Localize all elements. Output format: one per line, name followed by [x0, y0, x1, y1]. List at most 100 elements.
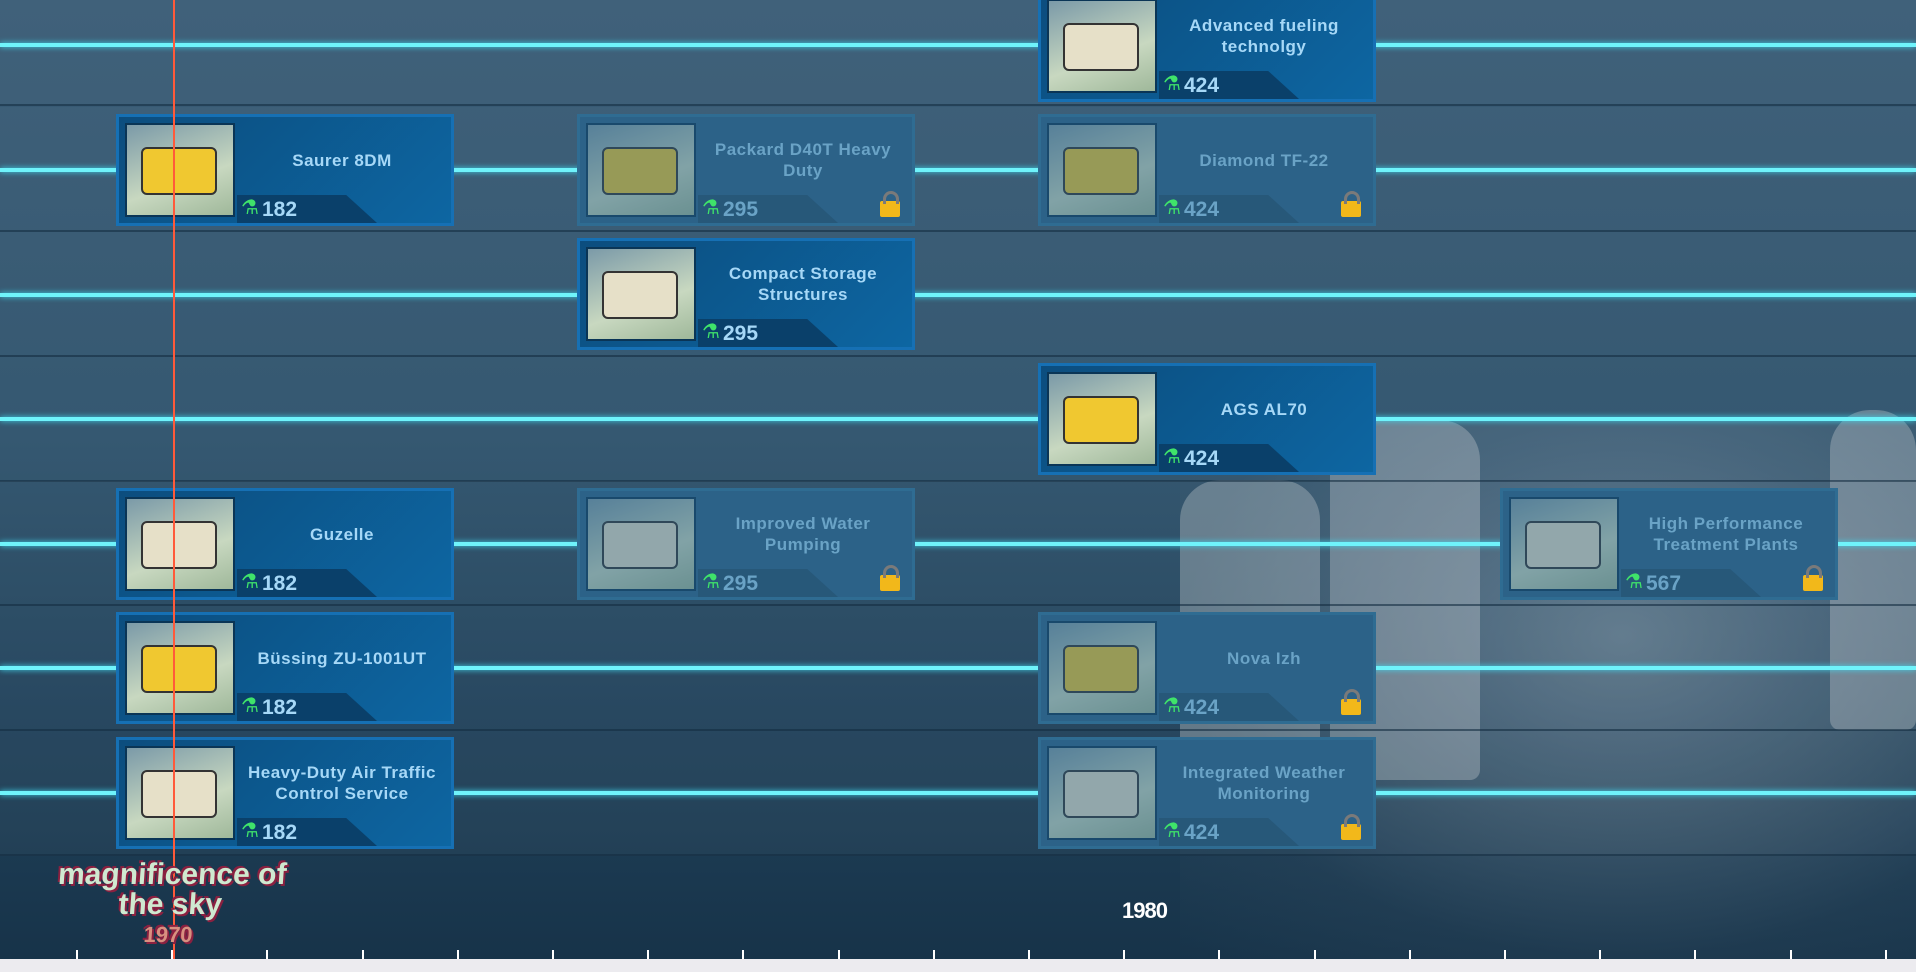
timeline-tick	[647, 950, 649, 959]
tech-card[interactable]: Saurer 8DM ⚗ 182	[116, 114, 454, 226]
tech-card[interactable]: Heavy-Duty Air Traffic Control Service ⚗…	[116, 737, 454, 849]
tech-title: AGS AL70	[1220, 399, 1308, 419]
car-thumbnail	[1047, 621, 1157, 715]
storage-thumbnail	[586, 247, 696, 341]
research-flask-icon: ⚗	[1625, 571, 1643, 593]
tech-row	[0, 107, 1916, 232]
lock-icon	[880, 191, 900, 217]
timeline-tick	[1123, 950, 1125, 959]
tower-thumbnail	[125, 746, 235, 840]
lock-icon	[1803, 565, 1823, 591]
research-cost: 182	[262, 821, 298, 844]
tech-row	[0, 357, 1916, 482]
research-flask-icon: ⚗	[1163, 820, 1181, 842]
van-thumbnail	[125, 497, 235, 591]
lock-icon	[1341, 191, 1361, 217]
tech-card[interactable]: Integrated Weather Monitoring ⚗ 424	[1038, 737, 1376, 849]
timeline-tick	[1314, 950, 1316, 959]
tech-card[interactable]: Compact Storage Structures ⚗ 295	[577, 238, 915, 350]
year-label: 1980	[1122, 898, 1168, 923]
research-cost: 182	[262, 572, 298, 595]
truck-thumbnail	[125, 621, 235, 715]
timeline-tick	[1599, 950, 1601, 959]
research-cost: 295	[723, 572, 759, 595]
timeline-tick	[1218, 950, 1220, 959]
lock-icon	[1341, 814, 1361, 840]
tech-title: High Performance Treatment Plants	[1648, 514, 1804, 554]
tech-connector-line	[0, 791, 1916, 795]
tech-connector-line	[0, 542, 1916, 546]
research-cost: 295	[723, 198, 759, 221]
tech-card[interactable]: Nova Izh ⚗ 424	[1038, 612, 1376, 724]
research-flask-icon: ⚗	[702, 321, 720, 343]
tech-connector-line	[0, 168, 1916, 172]
tech-card[interactable]: High Performance Treatment Plants ⚗ 567	[1500, 488, 1838, 600]
research-cost: 424	[1184, 74, 1220, 97]
tech-card[interactable]: Guzelle ⚗ 182	[116, 488, 454, 600]
tech-connector-line	[0, 666, 1916, 670]
research-flask-icon: ⚗	[1163, 446, 1181, 468]
tech-card[interactable]: Diamond TF-22 ⚗ 424	[1038, 114, 1376, 226]
tech-card[interactable]: Packard D40T Heavy Duty ⚗ 295	[577, 114, 915, 226]
current-year-marker	[173, 0, 175, 960]
research-cost: 424	[1184, 821, 1220, 844]
research-flask-icon: ⚗	[1163, 695, 1181, 717]
research-flask-icon: ⚗	[1163, 73, 1181, 95]
tech-title: Büssing ZU-1001UT	[257, 648, 427, 668]
belt-loader-thumbnail	[1047, 372, 1157, 466]
tech-title: Nova Izh	[1227, 648, 1301, 668]
tech-connector-line	[0, 417, 1916, 421]
timeline-tick	[1885, 950, 1887, 959]
building-thumbnail	[586, 497, 696, 591]
tech-card[interactable]: Büssing ZU-1001UT ⚗ 182	[116, 612, 454, 724]
timeline-tick	[1790, 950, 1792, 959]
research-cost: 567	[1646, 572, 1682, 595]
building-thumbnail	[1047, 746, 1157, 840]
tech-card[interactable]: AGS AL70 ⚗ 424	[1038, 363, 1376, 475]
research-cost: 182	[262, 696, 298, 719]
tech-title: Improved Water Pumping	[735, 514, 871, 554]
lock-icon	[880, 565, 900, 591]
tech-title: Heavy-Duty Air Traffic Control Service	[248, 763, 436, 803]
timeline-axis[interactable]	[0, 959, 1916, 972]
tech-title: Diamond TF-22	[1199, 150, 1329, 170]
timeline-tick	[266, 950, 268, 959]
research-flask-icon: ⚗	[241, 820, 259, 842]
research-cost: 424	[1184, 696, 1220, 719]
timeline-tick	[362, 950, 364, 959]
timeline-tick	[838, 950, 840, 959]
research-flask-icon: ⚗	[241, 197, 259, 219]
truck-thumbnail	[125, 123, 235, 217]
tech-row	[0, 0, 1916, 106]
research-cost: 424	[1184, 447, 1220, 470]
research-flask-icon: ⚗	[241, 695, 259, 717]
research-flask-icon: ⚗	[702, 571, 720, 593]
timeline-tick	[76, 950, 78, 959]
research-cost: 182	[262, 198, 298, 221]
scientist-figure	[1830, 410, 1916, 730]
research-flask-icon: ⚗	[241, 571, 259, 593]
research-flask-icon: ⚗	[1163, 197, 1181, 219]
tech-title: Guzelle	[310, 524, 374, 544]
tech-row	[0, 606, 1916, 731]
tech-row	[0, 232, 1916, 357]
tech-card[interactable]: Advanced fueling technolgy ⚗ 424	[1038, 0, 1376, 102]
timeline-tick	[1409, 950, 1411, 959]
tech-title: Advanced fueling technolgy	[1189, 16, 1339, 56]
research-cost: 424	[1184, 198, 1220, 221]
timeline-tick	[742, 950, 744, 959]
tech-card[interactable]: Improved Water Pumping ⚗ 295	[577, 488, 915, 600]
timeline-tick	[457, 950, 459, 959]
tech-row	[0, 481, 1916, 606]
tech-row	[0, 731, 1916, 856]
timeline-tick	[1028, 950, 1030, 959]
timeline-tick	[933, 950, 935, 959]
timeline-tick	[552, 950, 554, 959]
truck-thumbnail	[586, 123, 696, 217]
timeline-tick	[1694, 950, 1696, 959]
research-cost: 295	[723, 322, 759, 345]
tech-title: Compact Storage Structures	[728, 264, 878, 304]
timeline-tick	[171, 950, 173, 959]
timeline-tick	[1504, 950, 1506, 959]
